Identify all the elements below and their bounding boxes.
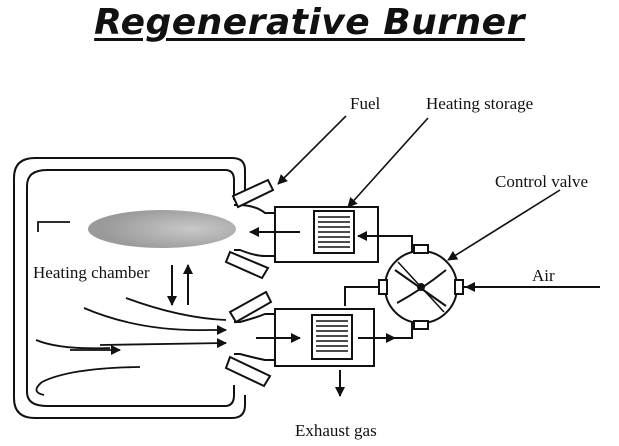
heating-storage-upper [313,210,355,254]
label-exhaust-gas: Exhaust gas [295,421,377,440]
label-fuel: Fuel [350,94,381,113]
label-air: Air [532,266,555,285]
label-heating-chamber: Heating chamber [33,263,150,282]
chamber-flow-lines [35,221,227,396]
heating-storage-lower [311,314,353,360]
control-valve [378,244,464,330]
label-control-valve: Control valve [495,172,589,191]
label-heating-storage: Heating storage [426,94,534,113]
diagram-title: Regenerative Burner [94,2,525,43]
heating-chamber [13,157,246,419]
upper-burner-port [224,178,379,280]
flame [88,210,236,248]
flow-arrows [167,227,600,397]
leader-lines [277,115,561,261]
